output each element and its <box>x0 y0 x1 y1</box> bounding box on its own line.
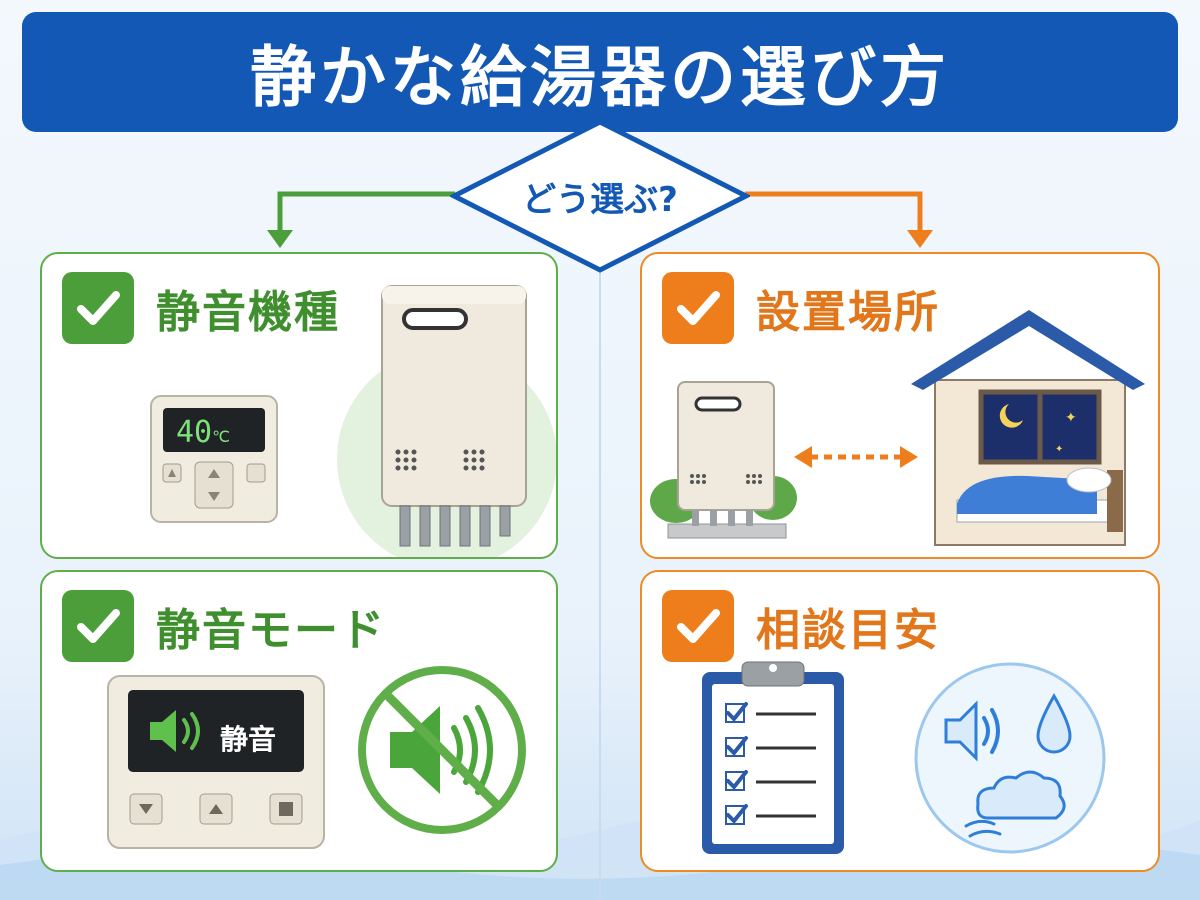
remote-display-temp: 40℃ <box>176 415 230 450</box>
center-divider <box>599 265 601 900</box>
title-banner: 静かな給湯器の選び方 <box>22 12 1178 132</box>
branch-arrows <box>267 191 933 248</box>
check-icon <box>62 272 134 344</box>
speaker-icon <box>944 700 1000 762</box>
card-title: 相談目安 <box>756 605 940 656</box>
bed-icon <box>956 467 1123 532</box>
card-header: 静音モード <box>62 590 386 662</box>
mute-icon <box>358 666 526 834</box>
water-heater-icon <box>381 285 527 547</box>
water-drop-icon <box>1036 692 1072 754</box>
svg-text:✦: ✦ <box>1055 444 1063 455</box>
remote-display-label: 静音 <box>220 723 277 756</box>
check-icon <box>62 590 134 662</box>
clipboard-icon <box>702 661 844 854</box>
card-quiet-model: 静音機種 40℃ <box>40 252 558 559</box>
card-quiet-mode: 静音モード 静音 <box>40 570 558 872</box>
card-installation-location: 設置場所 ✦ ✦ <box>640 252 1160 559</box>
question-label: どう選ぶ? <box>522 179 678 220</box>
card-header: 相談目安 <box>662 590 940 662</box>
green-branch-arrow <box>277 191 455 232</box>
temp-value: 40 <box>176 415 213 450</box>
double-arrow-icon <box>794 446 918 468</box>
card-header: 静音機種 <box>62 272 340 344</box>
orange-branch-arrow <box>745 191 923 232</box>
check-icon <box>662 590 734 662</box>
check-icon <box>662 272 734 344</box>
svg-text:✦: ✦ <box>1065 410 1077 426</box>
question-diamond <box>450 119 750 273</box>
orange-arrowhead <box>907 230 933 248</box>
smoke-cloud-icon <box>964 770 1066 838</box>
green-arrowhead <box>267 230 293 248</box>
symptom-circle <box>914 662 1106 854</box>
card-header: 設置場所 <box>662 272 940 344</box>
card-title: 静音機種 <box>156 287 340 338</box>
card-consultation-guide: 相談目安 <box>640 570 1160 872</box>
speaker-icon <box>150 710 200 752</box>
remote-control-icon <box>150 395 278 523</box>
quiet-mode-remote-icon <box>107 675 325 849</box>
card-title: 設置場所 <box>756 287 940 338</box>
outdoor-water-heater-icon <box>650 381 797 539</box>
moon-icon <box>999 404 1023 428</box>
card-title: 静音モード <box>156 605 386 656</box>
house-icon: ✦ ✦ <box>911 310 1145 546</box>
temp-unit: ℃ <box>212 427 231 446</box>
page-title: 静かな給湯器の選び方 <box>250 39 950 116</box>
